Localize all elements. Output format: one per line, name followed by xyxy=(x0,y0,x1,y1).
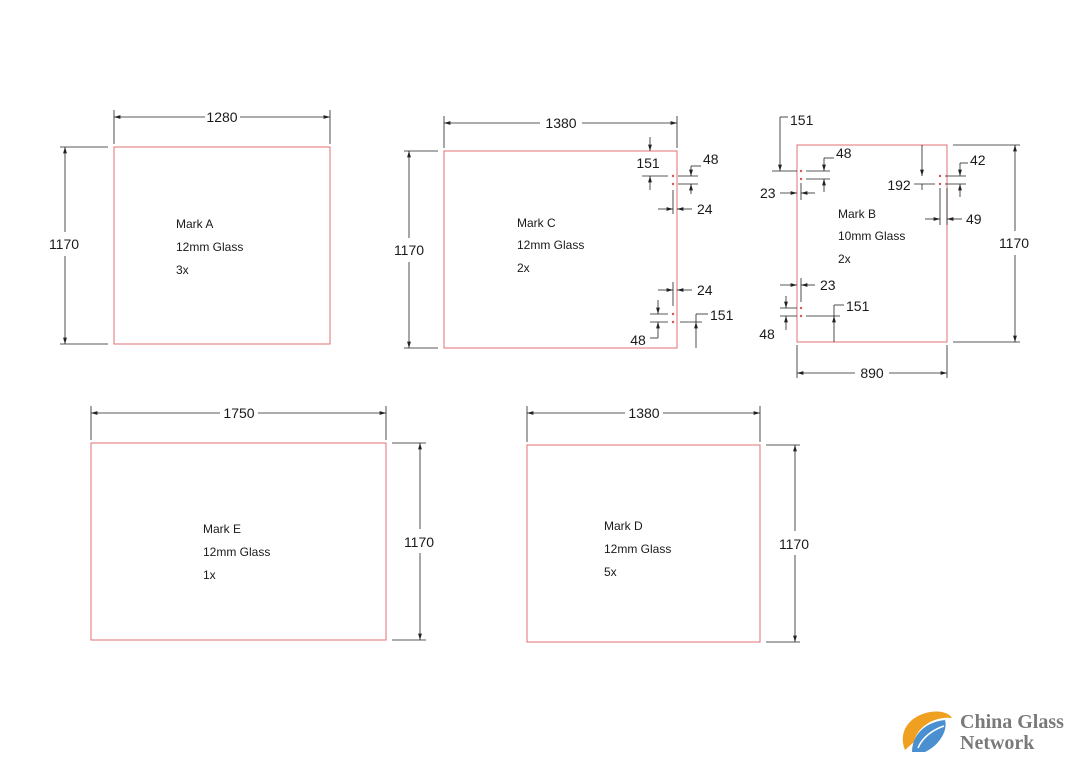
quantity: 1x xyxy=(203,568,216,582)
mark-label: Mark B xyxy=(838,207,876,221)
height-dimension: 1170 xyxy=(49,236,79,252)
hole-marker xyxy=(799,169,803,173)
hole-marker xyxy=(671,312,675,316)
width-dimension: 1750 xyxy=(223,405,254,421)
hole-marker xyxy=(799,306,803,310)
mark-label: Mark D xyxy=(604,519,643,533)
width-dimension: 890 xyxy=(860,365,884,381)
pane-outline xyxy=(113,146,331,345)
hole-marker xyxy=(671,320,675,324)
panel-mark-c: 1380 1170 Mark C 12mm Glass 2x 151 48 24 xyxy=(394,115,734,349)
left-edge-dimension: 23 xyxy=(760,185,776,201)
right-edge-dimension: 49 xyxy=(966,211,982,227)
height-dimension: 1170 xyxy=(779,536,809,552)
bottom-offset-dimension: 151 xyxy=(710,307,734,323)
hole-marker xyxy=(938,174,942,178)
height-dimension: 1170 xyxy=(404,534,434,550)
quantity: 5x xyxy=(604,565,617,579)
height-dimension: 1170 xyxy=(999,235,1029,251)
panel-mark-e: 1750 1170 Mark E 12mm Glass 1x xyxy=(90,405,434,641)
width-dimension: 1380 xyxy=(628,405,659,421)
quantity: 2x xyxy=(838,252,851,266)
right-offset-dimension: 192 xyxy=(887,177,911,193)
quantity: 2x xyxy=(517,261,530,275)
top-offset-dimension: 151 xyxy=(636,155,660,171)
mark-label: Mark A xyxy=(176,217,213,231)
panel-mark-a: 1280 1170 Mark A 12mm Glass 3x xyxy=(49,109,331,345)
right-spacing-dimension: 42 xyxy=(970,152,986,168)
width-dimension: 1280 xyxy=(206,109,237,125)
top-spacing-dimension: 48 xyxy=(836,145,852,161)
glass-spec: 12mm Glass xyxy=(203,545,270,559)
panel-mark-b: 890 1170 Mark B 10mm Glass 2x 151 48 23 xyxy=(759,112,1029,381)
glass-spec: 12mm Glass xyxy=(176,240,243,254)
mark-label: Mark E xyxy=(203,522,241,536)
logo-line-1: China Glass xyxy=(960,711,1064,733)
pane-outline xyxy=(90,442,387,641)
bottom-edge-dimension: 24 xyxy=(697,282,713,298)
logo-line-2: Network xyxy=(960,732,1035,754)
hole-marker xyxy=(799,314,803,318)
bottom-offset-dimension: 151 xyxy=(846,298,870,314)
glass-spec: 12mm Glass xyxy=(517,238,584,252)
pane-outline xyxy=(443,150,678,349)
hole-marker xyxy=(671,174,675,178)
glass-spec: 10mm Glass xyxy=(838,229,905,243)
hole-marker xyxy=(671,182,675,186)
hole-marker xyxy=(799,177,803,181)
mark-label: Mark C xyxy=(517,216,556,230)
bottom-spacing-dimension: 48 xyxy=(759,326,775,342)
logo-swoosh-icon xyxy=(902,711,952,752)
bottom-edge-dimension: 23 xyxy=(820,277,836,293)
top-edge-dimension: 24 xyxy=(697,201,713,217)
pane-outline xyxy=(796,144,948,343)
china-glass-network-logo: China Glass Network xyxy=(902,711,1064,754)
quantity: 3x xyxy=(176,263,189,277)
hole-marker xyxy=(938,182,942,186)
height-dimension: 1170 xyxy=(394,242,424,258)
top-offset-dimension: 151 xyxy=(790,112,814,128)
glass-spec: 12mm Glass xyxy=(604,542,671,556)
pane-outline xyxy=(526,444,761,643)
bottom-spacing-dimension: 48 xyxy=(630,332,646,348)
width-dimension: 1380 xyxy=(545,115,576,131)
panel-mark-d: 1380 1170 Mark D 12mm Glass 5x xyxy=(526,405,809,643)
top-spacing-dimension: 48 xyxy=(703,151,719,167)
